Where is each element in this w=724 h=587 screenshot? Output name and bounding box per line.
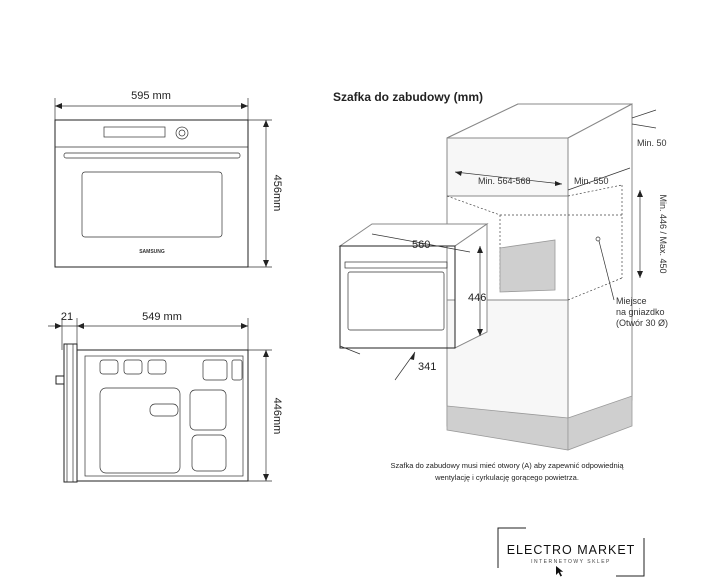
min-width-dimension-line — [454, 171, 563, 185]
logo-name: ELECTRO MARKET — [507, 543, 636, 557]
oven-width-label: 560 — [412, 239, 430, 251]
cabinet-title: Szafka do zabudowy (mm) — [333, 90, 483, 104]
front-width-label: 595 mm — [131, 90, 171, 102]
oven-depth-label: 341 — [418, 361, 436, 373]
cursor-icon — [556, 566, 564, 577]
oven-width-dimension-line — [371, 233, 471, 253]
oven-front-face — [339, 245, 456, 349]
socket-label-line1: Miejsce — [616, 296, 647, 306]
socket-label-line3: (Otwór 30 Ø) — [616, 318, 668, 328]
side-offset-label: 21 — [61, 311, 73, 323]
min-top-label: Min. 50 — [637, 138, 667, 148]
control-display — [103, 126, 166, 138]
oven-depth-dimension-line — [394, 351, 416, 381]
brand-mark: SAMSUNG — [139, 249, 165, 255]
min-width-label: Min. 564-568 — [478, 176, 531, 186]
note-line-2: wentylację i cyrkulację gorącego powietr… — [434, 473, 579, 482]
height-range-label: Min. 446 / Max. 450 — [658, 194, 668, 273]
min-depth-label: Min. 550 — [574, 176, 609, 186]
side-door-profile — [63, 343, 78, 483]
socket-label-line2: na gniazdko — [616, 307, 665, 317]
side-depth-label: 549 mm — [142, 311, 182, 323]
logo-frame: ELECTRO MARKET INTERNETOWY SKLEP — [497, 527, 645, 577]
oven-front-outline — [54, 119, 249, 268]
note-line-1: Szafka do zabudowy musi mieć otwory (A) … — [390, 461, 624, 470]
side-height-label: 446mm — [271, 398, 283, 435]
logo-tagline: INTERNETOWY SKLEP — [531, 559, 611, 565]
cabinet-view: Szafka do zabudowy (mm) Min. 50 Min. 564… — [333, 90, 668, 482]
side-view: 21 549 mm 446mm — [48, 311, 283, 483]
oven-height-label: 446 — [468, 292, 486, 304]
socket-marker — [595, 236, 601, 242]
electro-market-logo[interactable]: ELECTRO MARKET INTERNETOWY SKLEP — [496, 526, 646, 578]
side-handle — [55, 375, 65, 385]
door-window — [81, 171, 223, 238]
front-height-label: 456mm — [271, 175, 283, 212]
side-vent-slot — [149, 403, 179, 417]
side-body-outline — [76, 349, 249, 482]
front-view: 595 mm SAMSUNG 456mm — [54, 90, 283, 268]
door-handle — [63, 152, 241, 159]
min-depth-dimension-line — [567, 167, 631, 191]
control-knob — [175, 126, 189, 140]
